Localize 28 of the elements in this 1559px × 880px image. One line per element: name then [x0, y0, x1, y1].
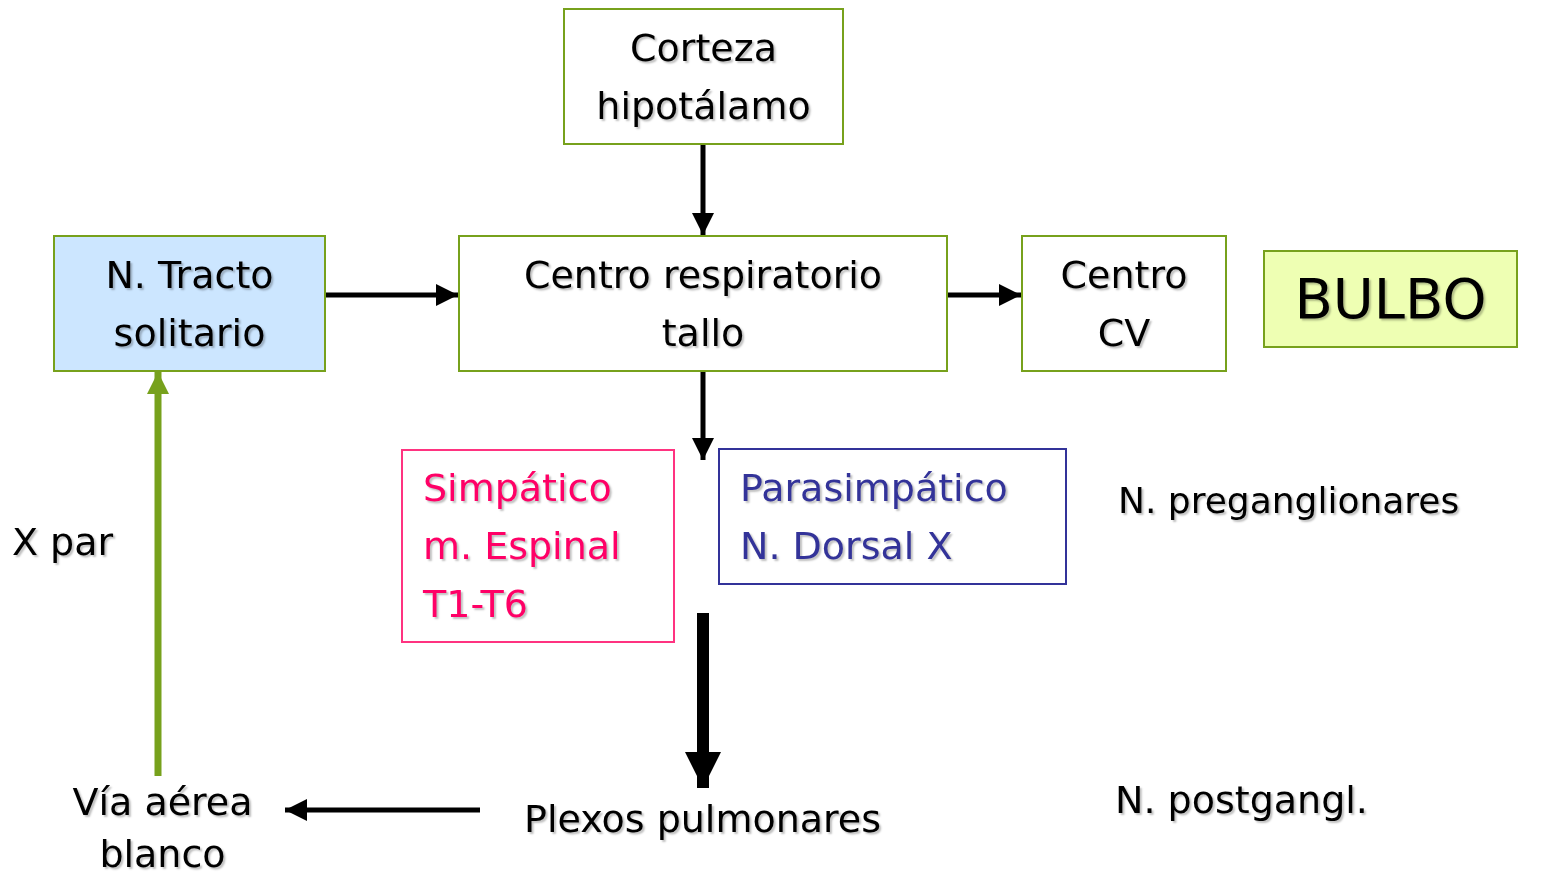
side-label: N. preganglionares	[1118, 480, 1460, 521]
process-box	[458, 235, 948, 372]
box-label: BULBO	[1294, 267, 1487, 331]
region-box	[1263, 250, 1518, 348]
side-label: X par	[12, 520, 114, 564]
arrow	[685, 613, 721, 788]
box-label: Centro respiratorio tallo	[522, 251, 884, 357]
process-box	[401, 449, 675, 643]
process-box	[563, 8, 844, 145]
node-text: Vía aérea blanco	[71, 779, 254, 878]
arrow	[326, 284, 458, 306]
arrow	[948, 284, 1021, 306]
box-label: N. Dorsal X	[740, 522, 953, 570]
process-box	[1021, 235, 1227, 372]
box-label: Parasimpático	[740, 464, 1008, 512]
process-box	[53, 235, 326, 372]
box-label: m. Espinal	[423, 523, 621, 570]
arrow	[692, 145, 714, 235]
arrow	[692, 372, 714, 460]
box-label: Corteza hipotálamo	[595, 24, 812, 130]
arrow	[285, 799, 480, 821]
side-label: N. postgangl.	[1115, 778, 1368, 822]
box-label: T1-T6	[423, 581, 528, 628]
node-text: Plexos pulmonares	[524, 796, 881, 843]
process-box	[718, 448, 1067, 585]
box-label: Simpático	[423, 465, 612, 512]
box-label: Centro CV	[1059, 251, 1189, 357]
box-label: N. Tracto solitario	[104, 251, 275, 357]
